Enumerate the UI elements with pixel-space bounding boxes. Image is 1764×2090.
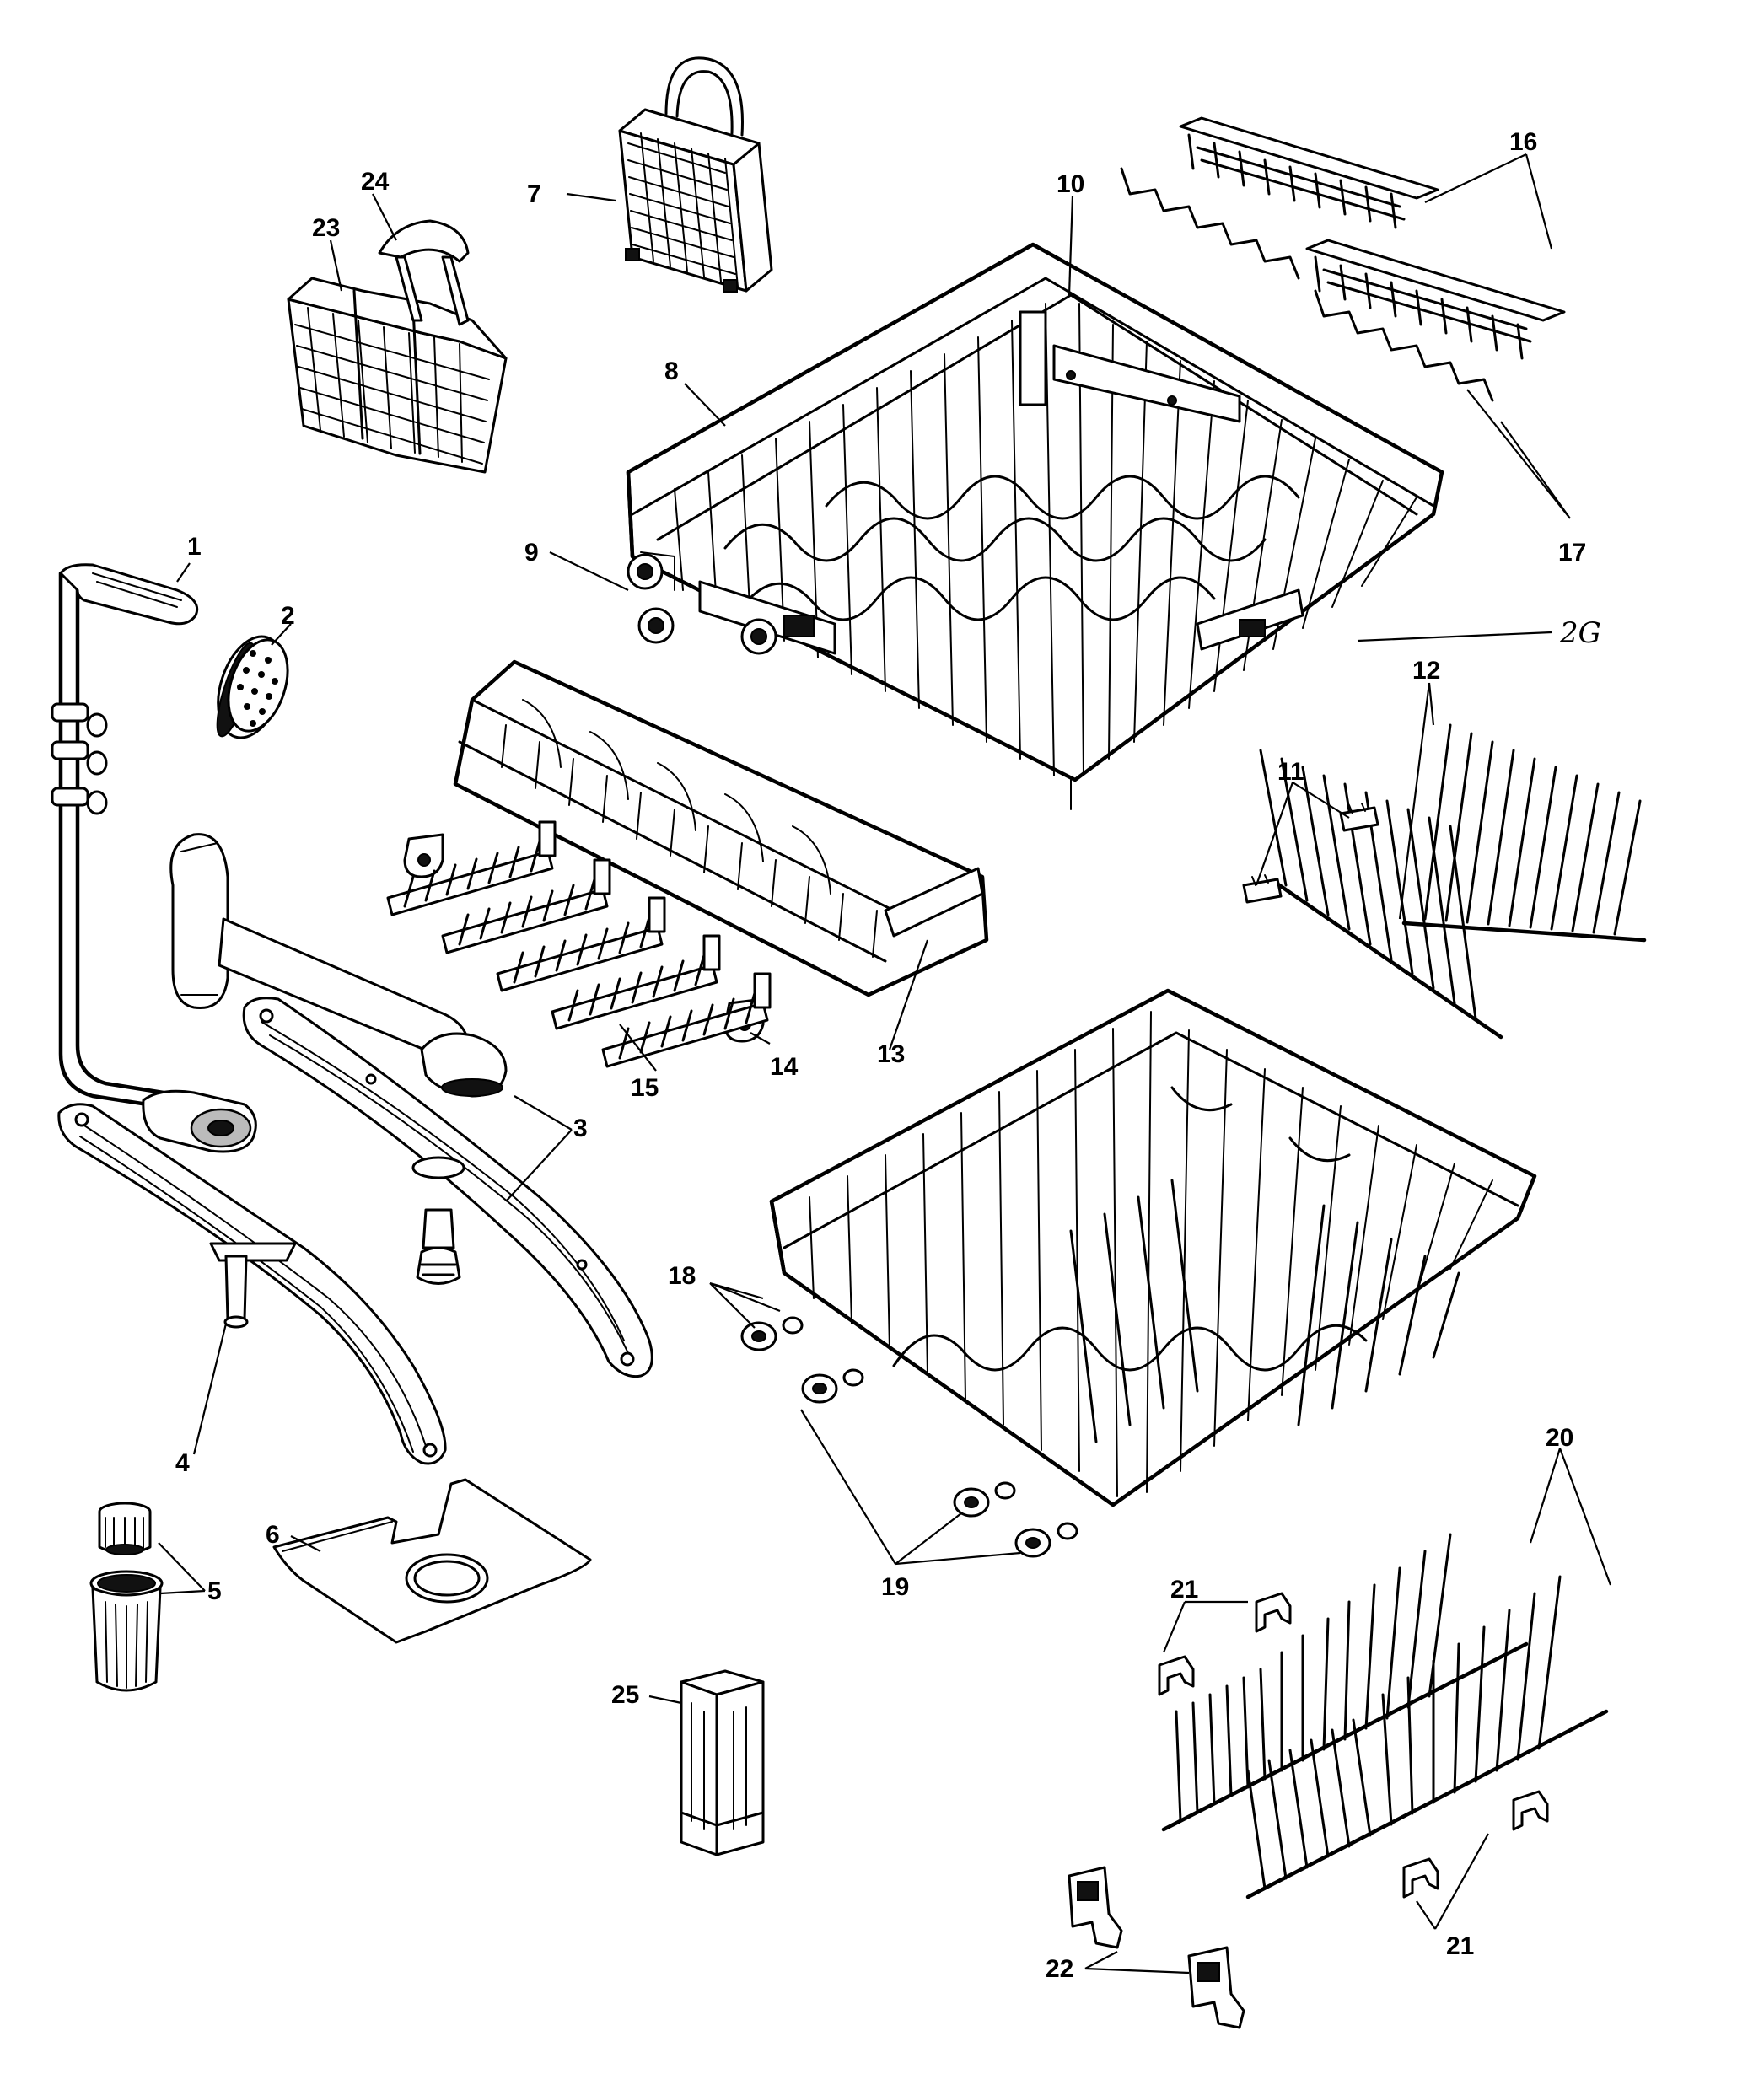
callout-2: 2 [281, 602, 295, 630]
tall-item-holder-icon [680, 1669, 765, 1856]
callout-3: 3 [573, 1115, 588, 1142]
silverware-basket-icon [618, 56, 773, 293]
filter-plate-icon [272, 1478, 592, 1644]
filter-cup-icon [89, 1502, 164, 1692]
callout-21-lower: 21 [1446, 1932, 1474, 1960]
lower-rack-roller-icon [740, 1316, 1078, 1558]
leader-lines [158, 153, 1612, 1974]
callout-22: 22 [1046, 1955, 1073, 1983]
spray-nozzle-icon [216, 635, 289, 739]
rack-handle-icon [1068, 1866, 1245, 2029]
callout-25: 25 [611, 1681, 639, 1709]
upper-spray-tube-icon [51, 563, 257, 1153]
lower-tine-row-icon [1161, 1533, 1609, 1899]
callout-16: 16 [1509, 128, 1537, 156]
cup-shelf-icon [453, 659, 989, 997]
callout-1: 1 [187, 533, 202, 561]
callout-17: 17 [1558, 539, 1586, 567]
lower-rack-icon [769, 988, 1537, 1507]
folding-tine-icon [1242, 723, 1647, 1040]
callout-26-handwritten: 2G [1559, 616, 1601, 650]
callout-14: 14 [770, 1053, 799, 1081]
callout-5: 5 [207, 1577, 222, 1605]
tine-row-insert-icon [1120, 116, 1566, 402]
tine-clip-icon [1158, 1592, 1549, 1899]
rack-roller-icon [627, 553, 777, 655]
upper-rack-icon [626, 242, 1444, 810]
callout-15: 15 [631, 1074, 659, 1102]
callout-23: 23 [312, 214, 340, 242]
callout-24: 24 [361, 168, 390, 196]
callout-6: 6 [266, 1521, 280, 1549]
cup-tine-insert-icon [386, 820, 772, 1068]
callout-11: 11 [1277, 758, 1304, 786]
callout-18: 18 [668, 1262, 696, 1290]
callout-4: 4 [175, 1449, 190, 1477]
middle-spray-arm-icon [169, 833, 653, 1378]
callout-13: 13 [877, 1040, 905, 1068]
callout-20: 20 [1546, 1424, 1573, 1452]
basket-with-lid-icon [287, 219, 508, 474]
callout-7: 7 [527, 180, 541, 208]
callout-8: 8 [664, 357, 679, 385]
callout-12: 12 [1412, 657, 1440, 685]
callout-9: 9 [524, 539, 539, 567]
callout-10: 10 [1057, 170, 1084, 198]
callout-19: 19 [881, 1573, 909, 1601]
callout-21-upper: 21 [1170, 1576, 1198, 1604]
lower-spray-arm-icon [57, 1103, 447, 1465]
